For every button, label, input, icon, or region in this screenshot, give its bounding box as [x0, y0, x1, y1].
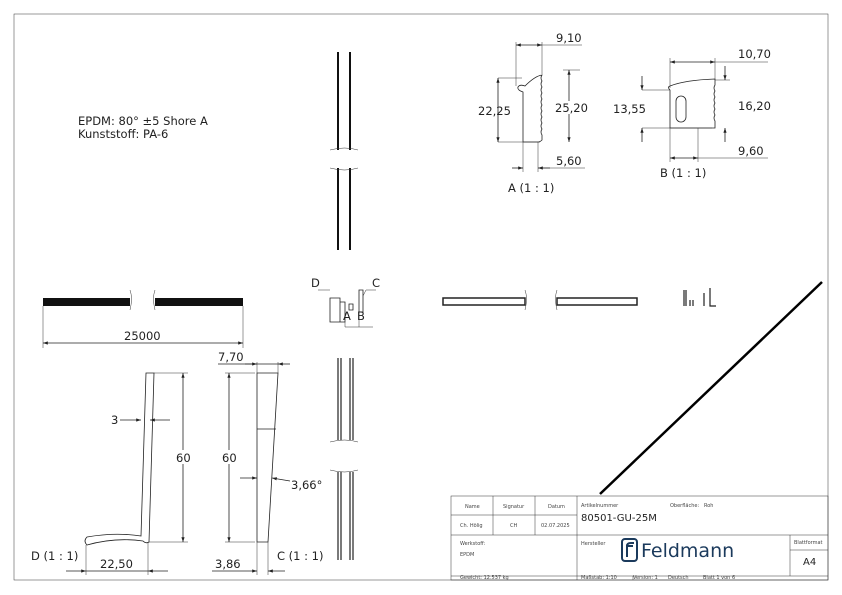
article-label: Artikelnummer [581, 503, 619, 509]
callout-B: B [357, 309, 365, 323]
diagonal-line [599, 281, 823, 495]
dim-B-height-right: 16,20 [738, 99, 771, 113]
section-A-label: A (1 : 1) [508, 181, 554, 195]
surface-value: Roh [704, 503, 713, 509]
sheet-number: Blatt 1 von 6 [703, 575, 735, 581]
dim-C-width: 7,70 [218, 350, 244, 364]
sheet-format-label: Blattformat [794, 540, 823, 546]
drafter-name: Ch. Hölig [460, 523, 483, 529]
dim-B-height-left: 13,55 [613, 102, 646, 116]
surface-label: Oberfläche: [670, 503, 699, 509]
dim-C-height: 60 [222, 451, 237, 465]
version: Version: 1 [633, 575, 658, 581]
section-callouts: D C A B [311, 276, 380, 328]
feldmann-logo: Feldmann [621, 538, 734, 562]
signature-header: Signatur [503, 504, 525, 510]
callout-D: D [311, 276, 320, 290]
article-number: 80501-GU-25M [581, 513, 657, 524]
weight: Gewicht: 12.537 kg [460, 575, 509, 581]
material-notes: EPDM: 80° ±5 Shore A Kunststoff: PA-6 [78, 114, 208, 141]
dim-D-foot: 22,50 [100, 557, 133, 571]
drawing-date: 02.07.2025 [541, 523, 570, 529]
section-C-label: C (1 : 1) [277, 549, 323, 563]
length-dimension: 25000 [124, 329, 161, 343]
section-C: 7,70 60 3,66° 3,86 C (1 : 1) [212, 350, 323, 575]
dim-B-base: 9,60 [738, 144, 764, 158]
callout-C: C [372, 276, 380, 290]
horizontal-profile-right [442, 288, 716, 311]
svg-text:Feldmann: Feldmann [641, 540, 734, 562]
date-header: Datum [548, 504, 565, 510]
vertical-profile-top [329, 52, 359, 250]
section-A: 9,10 22,25 25,20 5,60 A (1 : 1) [478, 31, 588, 195]
name-header: Name [465, 504, 480, 510]
section-B: 10,70 13,55 16,20 9,60 B (1 : 1) [613, 47, 771, 180]
dim-A-height-left: 22,25 [478, 104, 511, 118]
vertical-profile-bottom [329, 358, 359, 560]
scale: Maßstab: 1:10 [581, 575, 617, 581]
dim-C-base: 3,86 [215, 557, 241, 571]
material-note: EPDM: 80° ±5 Shore A [78, 114, 208, 128]
dim-A-height-right: 25,20 [555, 101, 588, 115]
sheet-format-value: A4 [803, 557, 816, 568]
plastic-note: Kunststoff: PA-6 [78, 127, 168, 141]
material-value: EPDM [460, 552, 474, 558]
dim-A-base: 5,60 [556, 154, 582, 168]
section-B-label: B (1 : 1) [660, 166, 706, 180]
dim-C-angle: 3,66° [291, 478, 322, 492]
drawing-border [13, 13, 829, 581]
dim-D-thickness: 3 [111, 413, 118, 427]
horizontal-profile-left: 25000 [42, 289, 244, 348]
dim-B-width: 10,70 [738, 47, 771, 61]
drafter-signature: CH [510, 523, 517, 529]
section-D-label: D (1 : 1) [31, 549, 78, 563]
manufacturer-label: Hersteller [581, 541, 606, 547]
material-label: Werkstoff: [460, 541, 486, 547]
dim-A-width: 9,10 [556, 31, 582, 45]
title-block: Name Signatur Datum Ch. Hölig CH 02.07.2… [450, 495, 829, 581]
language: Deutsch [668, 575, 689, 581]
callout-A: A [343, 309, 351, 323]
dim-D-height: 60 [176, 451, 191, 465]
section-D: 60 3 22,50 D (1 : 1) [31, 372, 192, 575]
